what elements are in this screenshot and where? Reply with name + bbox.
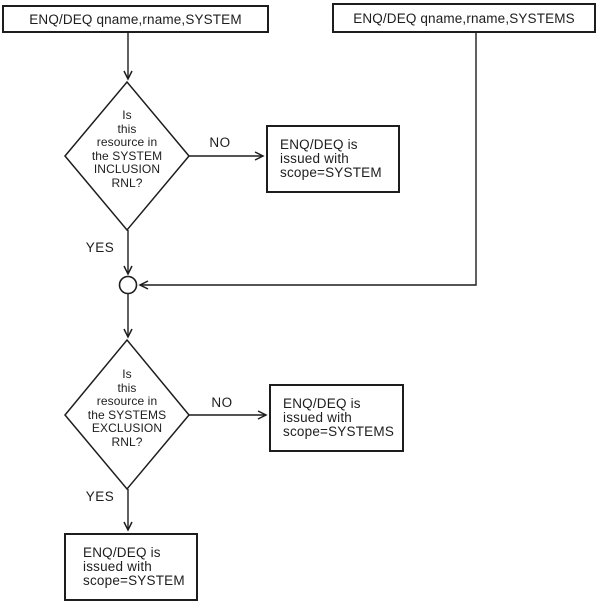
yes-label-decision1: YES (85, 240, 115, 255)
result-line: scope=SYSTEM (280, 165, 382, 180)
result-line: issued with (83, 559, 152, 574)
result-line: scope=SYSTEMS (283, 424, 395, 439)
result-line: ENQ/DEQ is (83, 545, 161, 560)
decision-1-diamond (64, 80, 190, 232)
decision-line: EXCLUSION (91, 421, 163, 435)
result-line: ENQ/DEQ is (280, 137, 358, 152)
decision-line: INCLUSION (93, 162, 161, 176)
decision-line: this (117, 121, 137, 136)
result-line: issued with (283, 410, 352, 425)
decision-1-label: Is this resource in the SYSTEM INCLUSION… (63, 108, 191, 190)
start-node-label: ENQ/DEQ qname,rname,SYSTEMS (353, 10, 575, 26)
decision-2-label: Is this resource in the SYSTEMS EXCLUSIO… (63, 367, 191, 449)
decision-line: RNL? (111, 434, 143, 449)
decision-line: resource in (96, 135, 158, 149)
decision-line: Is (122, 108, 132, 122)
decision-line: the SYSTEM (91, 148, 163, 163)
yes-label-decision2: YES (85, 489, 115, 504)
arrow-startright-to-junction (138, 33, 477, 290)
result-box-scope-system-final: ENQ/DEQ is issued with scope=SYSTEM (64, 533, 198, 601)
result-box-scope-system-1: ENQ/DEQ is issued with scope=SYSTEM (266, 125, 400, 193)
no-label-decision2: NO (211, 395, 233, 410)
start-node-enqdeq-systems: ENQ/DEQ qname,rname,SYSTEMS (332, 3, 596, 33)
junction-circle (118, 275, 138, 295)
no-label-decision1: NO (209, 135, 231, 150)
result-line: ENQ/DEQ is (283, 396, 361, 411)
result-line: scope=SYSTEM (83, 573, 185, 588)
decision-line: this (117, 380, 137, 395)
result-box-scope-systems: ENQ/DEQ is issued with scope=SYSTEMS (269, 384, 404, 452)
decision-line: RNL? (111, 175, 143, 190)
decision-2-diamond (64, 338, 190, 491)
decision-line: resource in (96, 394, 158, 408)
decision-line: the SYSTEMS (87, 407, 167, 422)
start-node-enqdeq-system: ENQ/DEQ qname,rname,SYSTEM (2, 5, 269, 33)
decision-line: Is (122, 367, 132, 381)
result-line: issued with (280, 151, 349, 166)
start-node-label: ENQ/DEQ qname,rname,SYSTEM (29, 11, 242, 27)
